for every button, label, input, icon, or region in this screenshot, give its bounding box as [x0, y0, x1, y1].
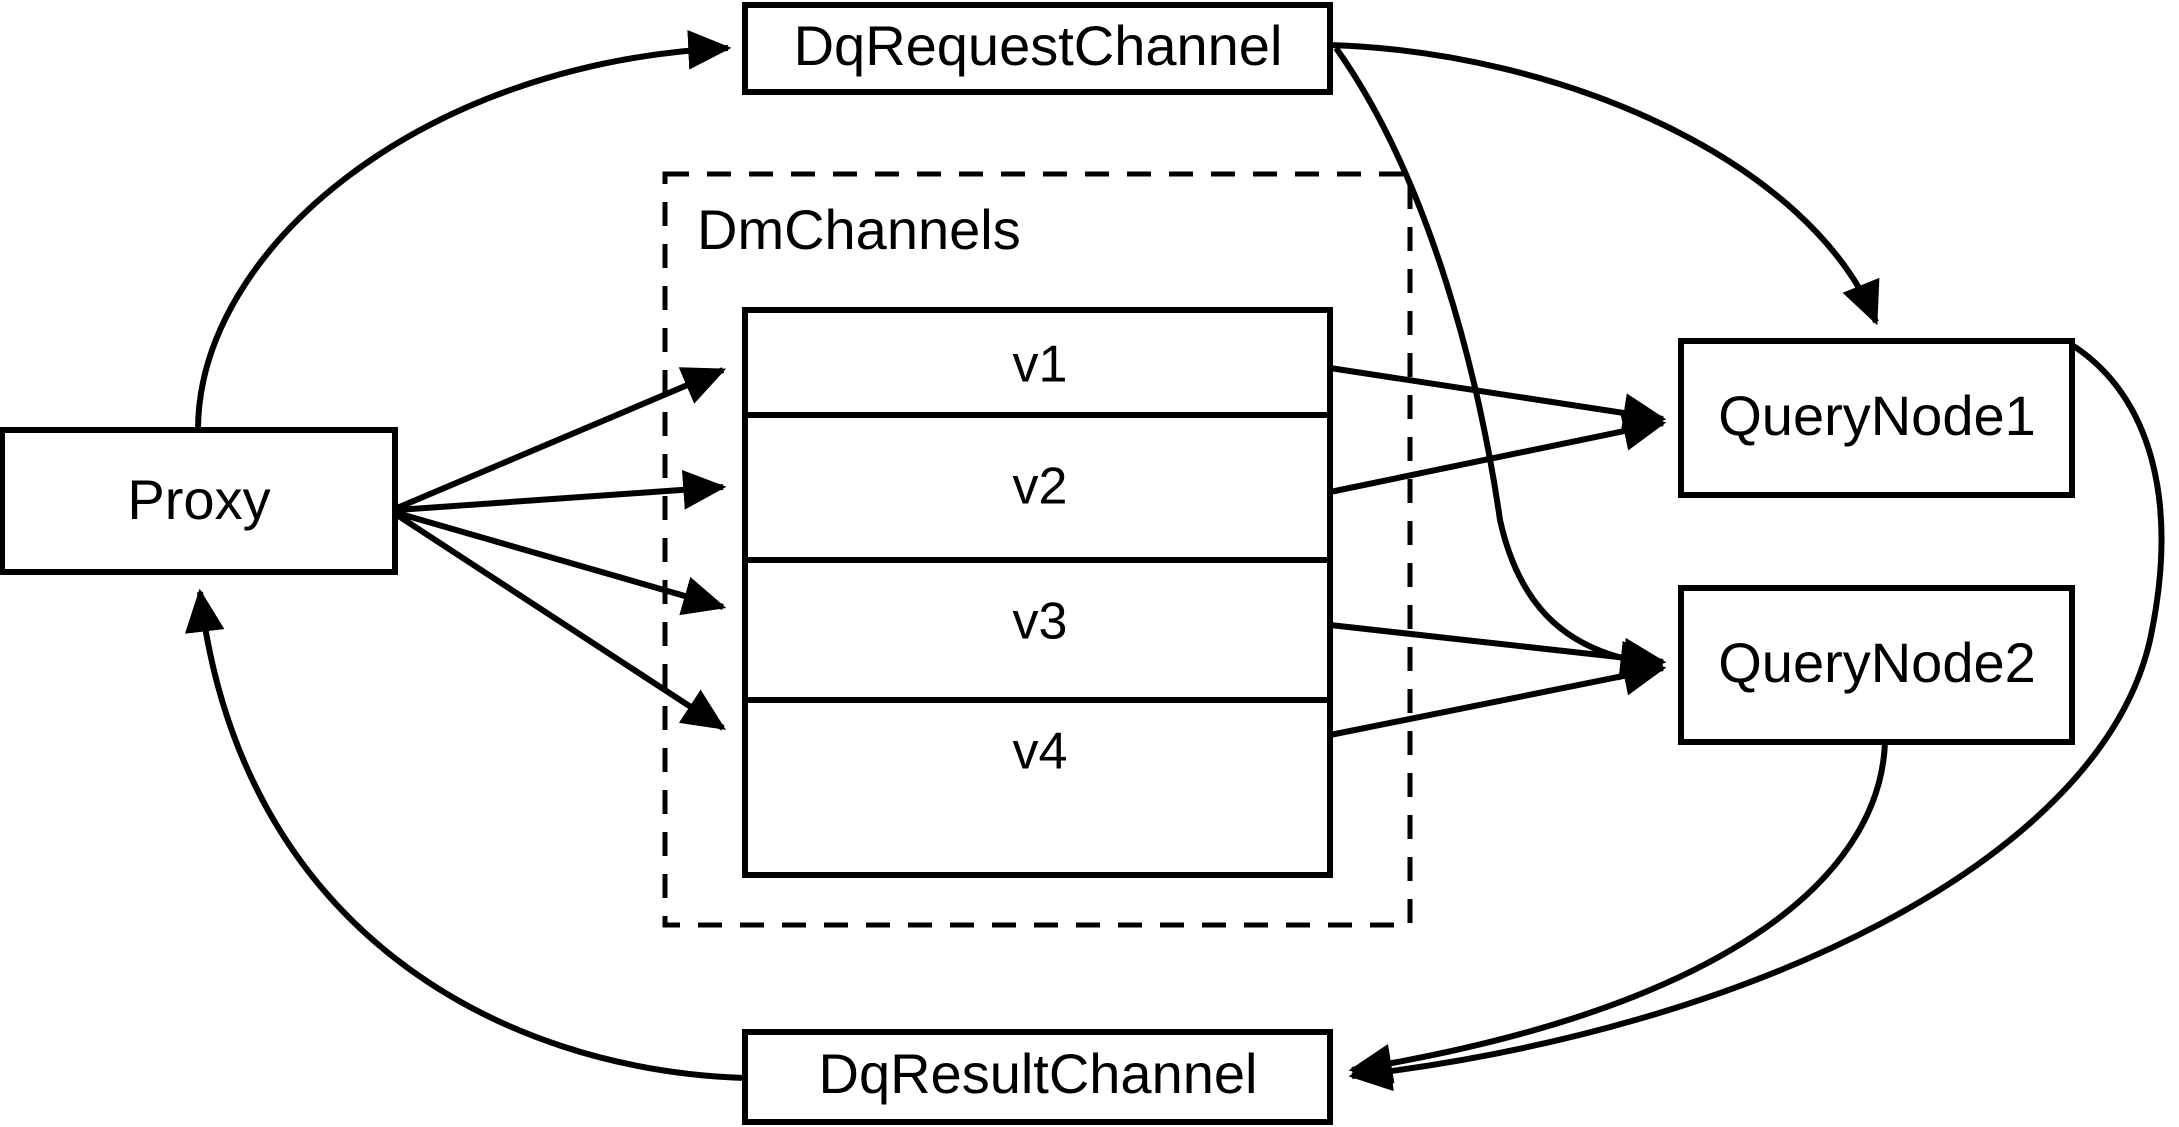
edge-proxy-to-v3 [396, 510, 727, 616]
edge-proxy-to-v2 [396, 469, 727, 513]
query-node-2-box[interactable] [1678, 585, 2075, 745]
vchannel-row-v4-label: v4 [1013, 723, 1068, 781]
dm-channels-label: DmChannels [697, 198, 1021, 261]
vchannel-row-v2-label: v2 [1013, 458, 1068, 516]
vchannel-row-v3-label: v3 [1013, 593, 1068, 651]
edge-dq-result-channel-to-proxy [184, 588, 746, 1081]
edge-querynode2-to-dq-result-channel [1348, 741, 1888, 1084]
edge-dq-request-channel-to-querynode2 [1333, 46, 1664, 681]
edge-dq-request-channel-to-querynode1 [1329, 42, 1880, 326]
dm-channels-boundary [662, 171, 1413, 928]
proxy-label: Proxy [127, 468, 270, 531]
query-node-1-label: QueryNode1 [1718, 384, 2036, 447]
node-proxy[interactable]: Proxy [0, 427, 398, 575]
edge-proxy-to-dq-request-channel [195, 29, 732, 431]
dq-result-channel-box[interactable] [742, 1029, 1333, 1125]
proxy-box[interactable] [0, 427, 398, 575]
dq-request-channel-box[interactable] [742, 2, 1333, 95]
dq-result-channel-label: DqResultChannel [819, 1042, 1258, 1105]
node-dq-request-channel[interactable]: DqRequestChannel [742, 2, 1333, 95]
node-query-node-2[interactable]: QueryNode2 [1678, 585, 2075, 745]
vchannel-stack-outline [742, 307, 1333, 878]
edge-querynode1-to-dq-result-channel [1348, 342, 2165, 1092]
edge-v2-to-querynode1 [1329, 411, 1667, 495]
dq-request-channel-label: DqRequestChannel [794, 14, 1283, 77]
dm-channels-group: DmChannels [662, 171, 1413, 928]
node-query-node-1[interactable]: QueryNode1 [1678, 338, 2075, 498]
vchannel-row-v1-label: v1 [1013, 336, 1068, 394]
edge-v1-to-querynode1 [1329, 365, 1667, 433]
query-node-1-box[interactable] [1678, 338, 2075, 498]
edge-proxy-to-v1 [395, 367, 727, 511]
edge-proxy-to-v4 [395, 512, 726, 731]
node-dq-result-channel[interactable]: DqResultChannel [742, 1029, 1333, 1125]
edge-v4-to-querynode2 [1329, 656, 1667, 738]
query-node-2-label: QueryNode2 [1718, 631, 2036, 694]
vchannel-stack: v1 v2 v3 v4 [742, 307, 1333, 878]
